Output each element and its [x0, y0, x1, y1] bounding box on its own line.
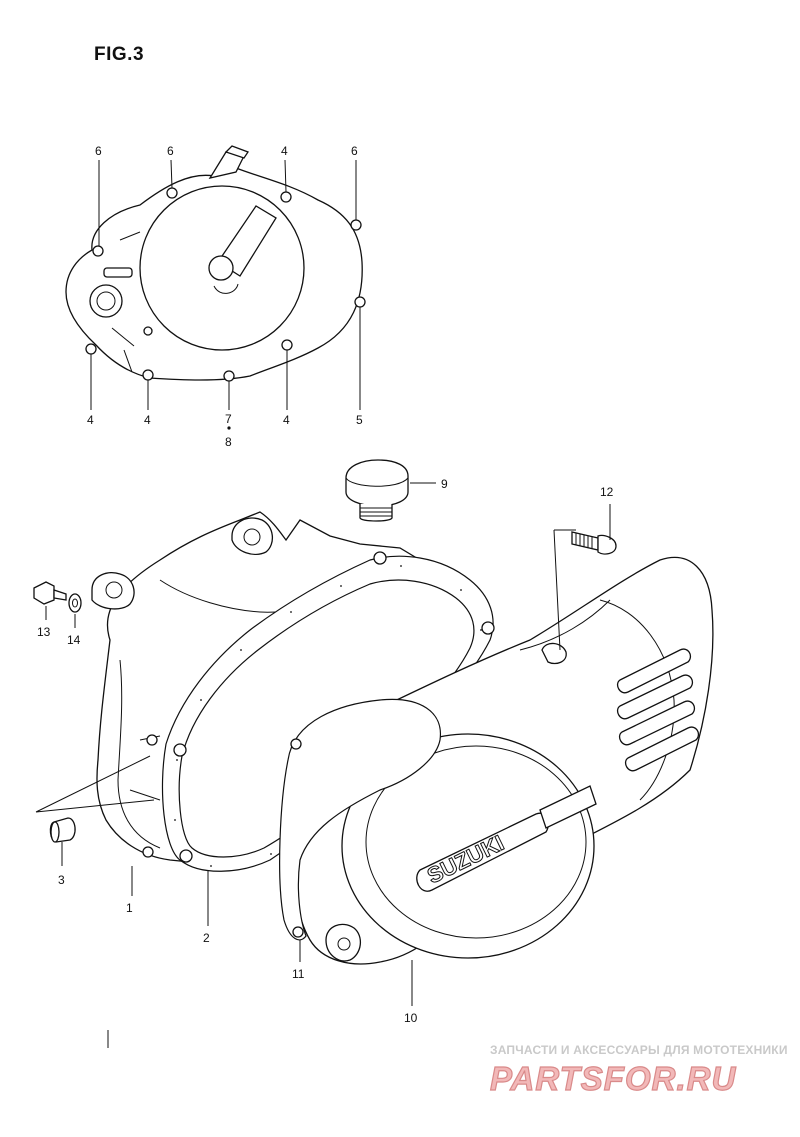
callout-13: 13 — [37, 625, 51, 639]
figure-title: FIG.3 — [94, 44, 145, 65]
callout-12: 12 — [600, 485, 614, 499]
callout-4: 4 — [283, 413, 290, 427]
watermark-tagline: ЗАПЧАСТИ И АКСЕССУАРЫ ДЛЯ МОТОТЕХНИКИ — [490, 1043, 788, 1057]
callout-8: 8 — [225, 435, 232, 449]
clutch-cover-detail — [65, 145, 366, 430]
callout-4: 4 — [281, 144, 288, 158]
callout-6: 6 — [351, 144, 358, 158]
callout-4: 4 — [144, 413, 151, 427]
watermark-logo: PARTSFOR.RU — [489, 1059, 736, 1097]
callout-1: 1 — [126, 901, 133, 915]
callout-11: 11 — [292, 967, 305, 981]
callout-9: 9 — [441, 477, 448, 491]
callout-10: 10 — [404, 1011, 418, 1025]
callout-4: 4 — [87, 413, 94, 427]
callout-3: 3 — [58, 873, 65, 887]
dowel-pin-part-3 — [35, 755, 155, 866]
screw-part-12 — [553, 504, 617, 651]
callout-2: 2 — [203, 931, 210, 945]
outer-cover-part-10: SUZUKI — [292, 556, 714, 965]
oil-filler-plug-part-9 — [345, 459, 436, 522]
watermark-logo-text: PARTSFOR.RU — [490, 1060, 736, 1097]
gasket-part-11 — [279, 698, 441, 941]
callout-14: 14 — [67, 633, 81, 647]
callout-6: 6 — [95, 144, 102, 158]
washer-part-14 — [68, 593, 82, 628]
callout-6: 6 — [167, 144, 174, 158]
bolt-part-13 — [33, 581, 67, 620]
callout-5: 5 — [356, 413, 363, 427]
callout-7: 7 — [225, 412, 232, 426]
